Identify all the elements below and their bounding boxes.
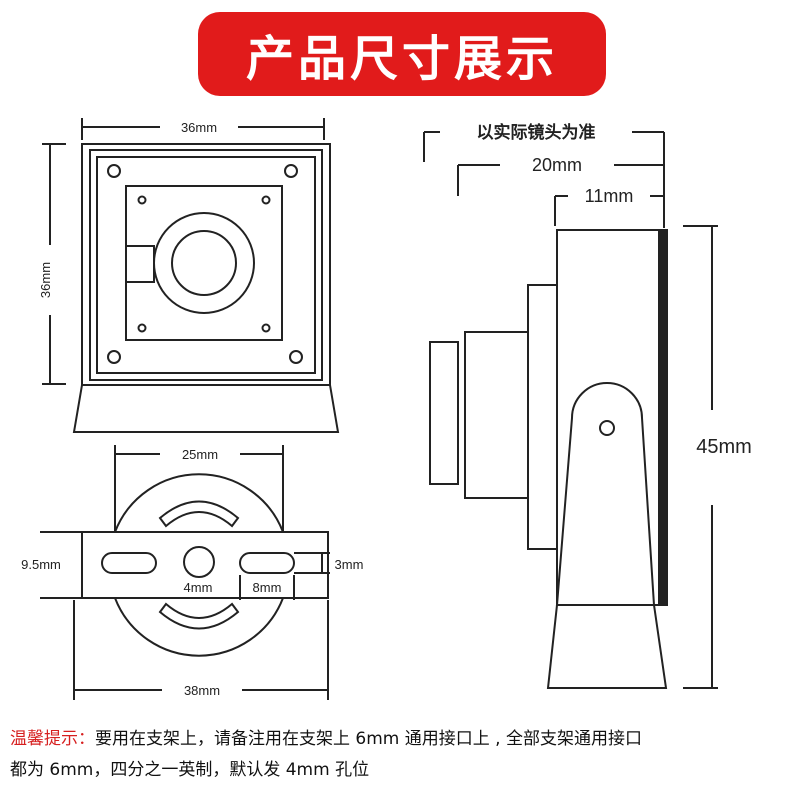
side-mount-pin xyxy=(599,420,615,436)
front-screw-hole xyxy=(107,164,121,178)
notice-prefix: 温馨提示： xyxy=(10,729,95,749)
front-screw-hole xyxy=(107,350,121,364)
side-mount-foot xyxy=(546,604,668,689)
side-view xyxy=(423,131,718,689)
front-screw-hole xyxy=(284,164,298,178)
side-height-label: 45mm xyxy=(696,436,752,458)
bracket-view xyxy=(40,445,330,700)
front-width-label: 36mm xyxy=(181,120,217,135)
pcb-screw-hole xyxy=(137,323,147,333)
lens-inner-ring xyxy=(171,230,237,296)
lens-outer-ring xyxy=(153,212,255,314)
bracket-hole-label: 4mm xyxy=(184,580,213,595)
bracket-slot-left xyxy=(101,552,157,574)
notice: 温馨提示：要用在支架上，请备注用在支架上 6mm 通用接口上 , 全部支架通用接… xyxy=(10,724,795,786)
bracket-center-hole xyxy=(183,546,215,578)
lens-tab xyxy=(125,245,155,283)
bracket-slot-label: 8mm xyxy=(253,580,282,595)
front-housing-outline xyxy=(72,143,340,433)
front-pcb-board xyxy=(125,185,283,341)
side-lens-mount xyxy=(527,284,558,550)
pcb-screw-hole xyxy=(137,195,147,205)
side-body-label: 11mm xyxy=(585,186,634,206)
title-banner: 产品尺寸展示 xyxy=(198,12,606,96)
banner-title: 产品尺寸展示 xyxy=(245,31,558,87)
side-back-plate xyxy=(658,229,668,606)
bracket-arc-slot-top xyxy=(158,500,240,528)
bracket-slot-height-label: 3mm xyxy=(335,557,364,572)
front-height-label: 36mm xyxy=(38,262,53,298)
front-screw-hole xyxy=(289,350,303,364)
bracket-top-label: 25mm xyxy=(182,447,218,462)
bracket-slot-right xyxy=(239,552,295,574)
front-face-outer xyxy=(89,149,323,381)
notice-line-1: 温馨提示：要用在支架上，请备注用在支架上 6mm 通用接口上 , 全部支架通用接… xyxy=(10,724,795,755)
front-view xyxy=(42,118,340,433)
side-mount-arm xyxy=(555,382,656,606)
bracket-bar xyxy=(81,531,329,599)
notice-text-1: 要用在支架上，请备注用在支架上 6mm 通用接口上 , 全部支架通用接口 xyxy=(95,729,642,749)
side-lens-cap xyxy=(429,341,459,485)
bracket-bottom-label: 38mm xyxy=(184,683,220,698)
pcb-screw-hole xyxy=(261,323,271,333)
pcb-screw-hole xyxy=(261,195,271,205)
side-lens-label: 20mm xyxy=(532,155,582,175)
bracket-arc-slot-bottom xyxy=(158,602,240,630)
bracket-disc-top xyxy=(114,473,284,533)
bracket-disc-bottom xyxy=(114,597,284,657)
side-lens-barrel xyxy=(464,331,529,499)
side-note-label: 以实际镜头为准 xyxy=(477,122,596,142)
front-face-inner xyxy=(96,156,316,374)
notice-line-2: 都为 6mm，四分之一英制，默认发 4mm 孔位 xyxy=(10,760,370,780)
bracket-height-label: 9.5mm xyxy=(21,557,61,572)
